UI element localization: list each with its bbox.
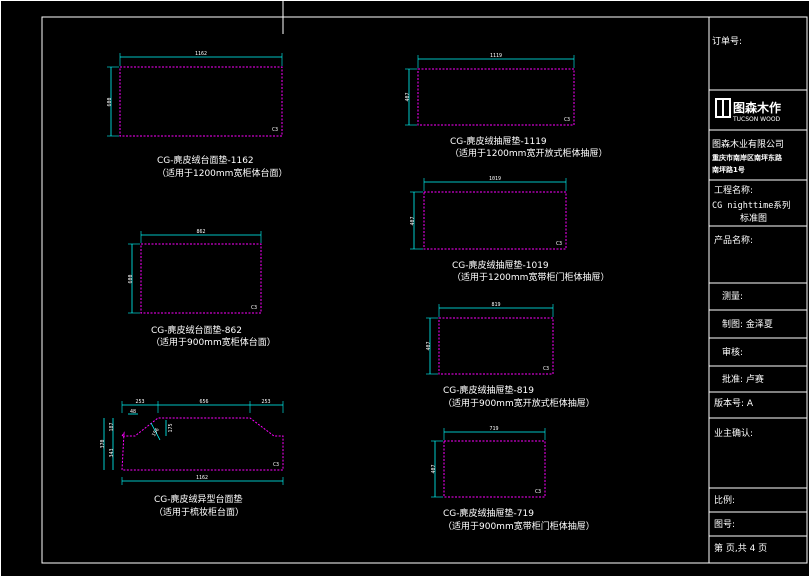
product-label: 产品名称: <box>714 234 753 246</box>
part-usage: （适用于1200mm宽柜体台面） <box>157 167 287 179</box>
part-usage: （适用于1200mm宽开放式柜体抽屉） <box>450 147 607 159</box>
pad-outline <box>443 440 546 498</box>
dim-width: 1162 <box>195 51 207 57</box>
corner-tag: C3 <box>251 305 257 311</box>
part-862: 862 600 C3 CG-麂皮绒台面垫-862 （适用于900mm宽柜体台面） <box>128 229 276 348</box>
dim-height: 407 <box>410 216 416 225</box>
dim-notch: 187 <box>109 422 115 431</box>
dim-height: 407 <box>405 92 411 101</box>
order-no-label: 订单号: <box>712 35 742 47</box>
dim-width: 719 <box>489 426 498 432</box>
logo-subtext: TUCSON WOOD <box>732 116 781 123</box>
project-value-2: 标准图 <box>740 212 767 224</box>
part-1019: 1019 407 C3 CG-麂皮绒抽屉垫-1019 （适用于1200mm宽带柜… <box>410 176 609 283</box>
project-value-1: CG nighttime系列 <box>712 200 790 211</box>
approve-by: 批准: 卢赛 <box>722 373 764 385</box>
pad-outline <box>438 317 554 375</box>
part-usage: （适用于900mm宽带柜门柜体抽屉） <box>443 520 595 532</box>
corner-tag: C3 <box>272 127 278 133</box>
corner-tag: C3 <box>556 241 562 247</box>
dim-height: 370 <box>100 439 106 448</box>
project-label: 工程名称: <box>714 184 753 196</box>
part-usage: （适用于梳妆柜台面） <box>154 506 244 518</box>
dim-height: 600 <box>128 274 134 283</box>
measure-label: 测量: <box>722 291 743 302</box>
pad-outline <box>417 68 575 126</box>
dim-width: 862 <box>196 229 205 235</box>
pad-outline <box>119 66 283 137</box>
dim-height: 600 <box>107 97 113 106</box>
part-name: CG-麂皮绒抽屉垫-819 <box>443 384 534 396</box>
company-name: 图森木业有限公司 <box>712 138 784 150</box>
part-1119: 1119 407 C3 CG-麂皮绒抽屉垫-1119 （适用于1200mm宽开放… <box>405 53 607 159</box>
logo: 图森木作 TUCSON WOOD <box>715 98 781 123</box>
dim-total: 1162 <box>196 475 208 481</box>
dim-top-mid: 656 <box>199 399 208 405</box>
review-label: 审核: <box>722 346 743 358</box>
drawing-frame <box>41 16 808 564</box>
dim-mid: 175 <box>168 423 174 432</box>
part-719: 719 407 C3 CG-麂皮绒抽屉垫-719 （适用于900mm宽带柜门柜体… <box>431 426 595 532</box>
dim-width: 1019 <box>489 176 501 182</box>
corner-tag: C3 <box>564 117 570 123</box>
dim-width: 819 <box>491 302 500 308</box>
dim-width: 1119 <box>490 53 502 59</box>
part-1162: 1162 600 C3 CG-麂皮绒台面垫-1162 （适用于1200mm宽柜体… <box>107 51 287 179</box>
dim-top-left: 253 <box>135 399 144 405</box>
dim-height-2: 343 <box>109 448 115 457</box>
part-name: CG-麂皮绒抽屉垫-719 <box>443 507 534 519</box>
corner-tag: C3 <box>535 489 541 495</box>
version-label: 版本号: A <box>714 397 754 409</box>
part-usage: （适用于1200mm宽带柜门柜体抽屉） <box>452 271 609 283</box>
dim-height: 407 <box>426 341 432 350</box>
title-block: 订单号: 图森木作 TUCSON WOOD 图森木业有限公司 重庆市南岸区南坪东… <box>708 17 807 563</box>
part-shaped: 253 656 253 370 343 187 48 156 175 1162 … <box>100 399 284 518</box>
logo-text: 图森木作 <box>733 100 781 115</box>
pad-outline <box>121 417 284 471</box>
dim-small: 48 <box>130 409 136 415</box>
drawing-no-label: 图号: <box>714 519 735 530</box>
scale-label: 比例: <box>714 494 735 506</box>
part-name: CG-麂皮绒抽屉垫-1119 <box>450 135 547 147</box>
page-label: 第 页,共 4 页 <box>714 542 767 554</box>
drawn-by: 制图: 金泽夏 <box>722 318 773 330</box>
address-line-2: 南坪路1号 <box>712 165 745 174</box>
part-819: 819 407 C3 CG-麂皮绒抽屉垫-819 （适用于900mm宽开放式柜体… <box>426 302 595 409</box>
part-name: CG-麂皮绒抽屉垫-1019 <box>452 259 549 271</box>
owner-confirm-label: 业主确认: <box>714 427 753 439</box>
pad-outline <box>140 243 262 314</box>
part-usage: （适用于900mm宽开放式柜体抽屉） <box>443 397 595 409</box>
dim-height: 407 <box>431 464 437 473</box>
part-name: CG-麂皮绒台面垫-862 <box>151 324 242 336</box>
part-name: CG-麂皮绒异型台面垫 <box>154 493 243 505</box>
part-usage: （适用于900mm宽柜体台面） <box>151 336 276 348</box>
address-line-1: 重庆市南岸区南坪东路 <box>712 153 783 162</box>
corner-tag: C3 <box>273 462 279 468</box>
dim-step: 156 <box>151 427 161 438</box>
part-name: CG-麂皮绒台面垫-1162 <box>157 154 254 166</box>
dim-top-right: 253 <box>261 399 270 405</box>
pad-outline <box>423 191 567 250</box>
corner-tag: C3 <box>543 366 549 372</box>
